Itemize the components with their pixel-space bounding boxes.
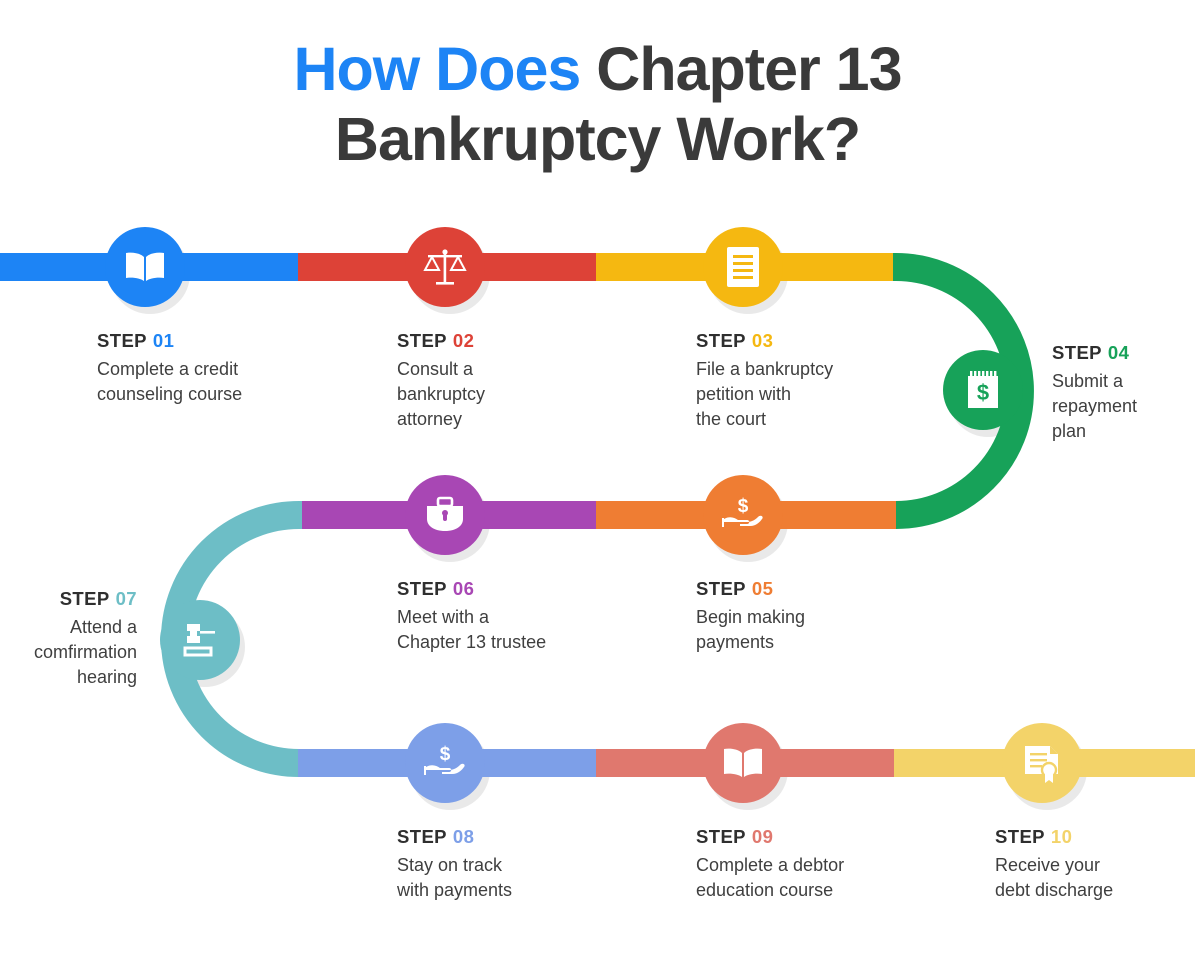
step-word-05: STEP xyxy=(696,578,746,599)
step-node-08[interactable]: $ xyxy=(405,723,490,810)
step-word-04: STEP xyxy=(1052,342,1102,363)
step-word-09: STEP xyxy=(696,826,746,847)
step-desc-10: Receive your debt discharge xyxy=(995,855,1114,900)
open-book-icon xyxy=(123,250,167,284)
title-rest-text: Chapter 13 xyxy=(580,35,902,103)
step-desc-09: Complete a debtor education course xyxy=(696,855,845,900)
page-title: How Does Chapter 13 Bankruptcy Work? xyxy=(0,34,1195,174)
step-word-08: STEP xyxy=(397,826,447,847)
step-node-01[interactable] xyxy=(105,227,190,314)
step-node-05[interactable]: $ xyxy=(703,475,788,562)
step-number-10: 10 xyxy=(1050,826,1073,847)
step-number-06: 06 xyxy=(452,578,475,599)
document-icon xyxy=(725,245,761,289)
svg-text:$: $ xyxy=(977,380,989,405)
title-line-1: How Does Chapter 13 xyxy=(0,34,1195,104)
step-desc-04: Submit a repayment plan xyxy=(1052,371,1138,441)
svg-text:$: $ xyxy=(440,744,451,765)
step-node-03[interactable] xyxy=(703,227,788,314)
step-number-05: 05 xyxy=(751,578,774,599)
step-desc-08: Stay on track with payments xyxy=(397,855,513,900)
step-desc-01: Complete a credit counseling course xyxy=(97,359,243,404)
step-desc-07: Attend a comfirmation hearing xyxy=(33,617,137,687)
step-node-04[interactable]: $ xyxy=(943,350,1028,437)
open-book-icon xyxy=(721,746,765,780)
step-word-06: STEP xyxy=(397,578,447,599)
hand-dollar-icon: $ xyxy=(720,494,766,536)
notepad-dollar-icon: $ xyxy=(963,368,1003,412)
title-accent-text: How Does xyxy=(293,35,581,103)
step-desc-02: Consult a bankruptcy attorney xyxy=(397,359,486,429)
gavel-icon xyxy=(178,619,222,661)
step-number-03: 03 xyxy=(751,330,774,351)
step-number-07: 07 xyxy=(115,588,137,609)
hand-dollar-icon: $ xyxy=(422,742,468,784)
step-word-02: STEP xyxy=(397,330,447,351)
step-node-06[interactable] xyxy=(405,475,490,562)
step-node-02[interactable] xyxy=(405,227,490,314)
svg-text:$: $ xyxy=(738,496,749,517)
step-number-09: 09 xyxy=(751,826,774,847)
scales-of-justice-icon xyxy=(422,246,468,288)
step-number-04: 04 xyxy=(1107,342,1130,363)
step-node-10[interactable] xyxy=(1002,723,1087,810)
step-desc-06: Meet with a Chapter 13 trustee xyxy=(397,607,547,652)
step-number-08: 08 xyxy=(452,826,475,847)
title-line-2: Bankruptcy Work? xyxy=(334,105,861,173)
step-node-07[interactable] xyxy=(160,600,245,687)
step-desc-03: File a bankruptcy petition with the cour… xyxy=(696,359,834,429)
step-number-02: 02 xyxy=(452,330,475,351)
certificate-icon xyxy=(1020,741,1064,785)
step-word-07: STEP xyxy=(59,588,110,609)
step-word-03: STEP xyxy=(696,330,746,351)
step-word-10: STEP xyxy=(995,826,1045,847)
step-desc-05: Begin making payments xyxy=(696,607,806,652)
step-node-09[interactable] xyxy=(703,723,788,810)
step-number-01: 01 xyxy=(152,330,175,351)
briefcase-icon xyxy=(423,495,467,535)
step-word-01: STEP xyxy=(97,330,147,351)
